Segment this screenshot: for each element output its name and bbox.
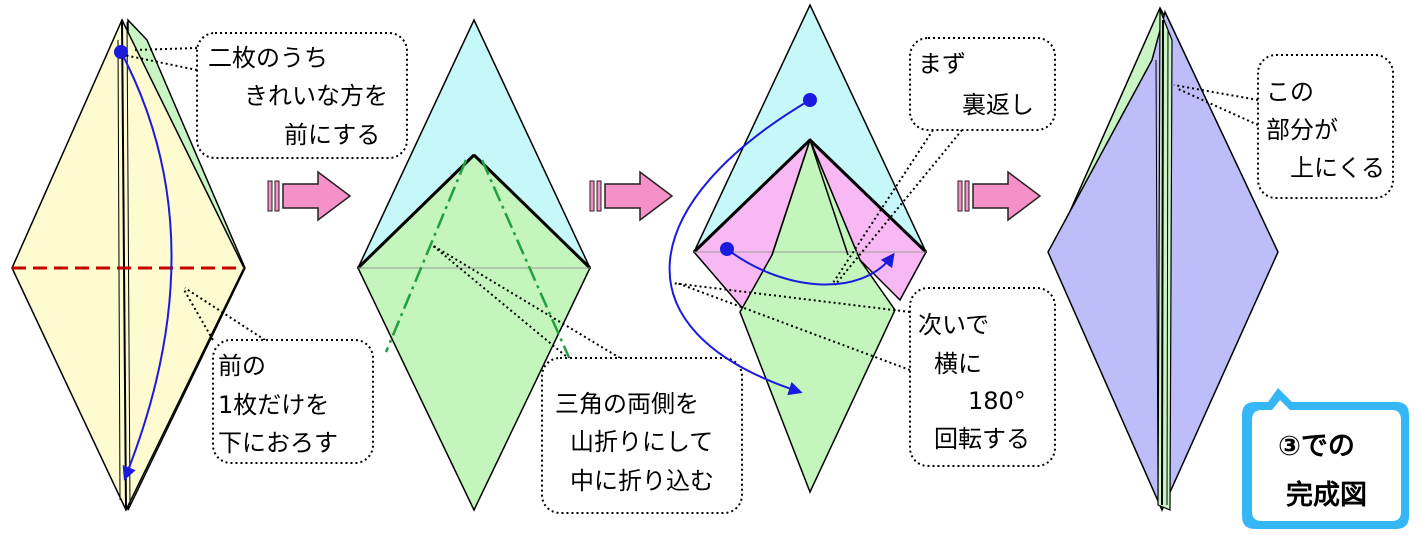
step1-center-line: [121, 19, 127, 511]
callout-triangle-fold-line1: 三角の両側を: [555, 390, 699, 418]
step4-center-strip: [1157, 9, 1173, 511]
step3-flip-arrow: [668, 99, 811, 396]
callout-this-part-line1: この: [1266, 78, 1314, 106]
callout-first-flip: まず 裏返し: [832, 37, 1056, 286]
callout-this-part-line2: 部分が: [1266, 116, 1338, 144]
badge-line2: 完成図: [1286, 479, 1367, 511]
callout-front-one-line1: 前の: [218, 352, 266, 380]
callout-front-one: 前の 1枚だけを 下におろす: [182, 287, 374, 464]
callout-front-choice: 二枚のうち きれいな方を 前にする: [123, 32, 408, 159]
step-arrow-2: [589, 170, 674, 222]
callout-then-rotate-line2: 横に: [934, 350, 982, 378]
callout-then-rotate-line4: 回転する: [934, 425, 1030, 453]
callout-first-flip-line1: まず: [918, 50, 966, 78]
step2-mountain-fold-left: [384, 159, 468, 353]
callout-triangle-fold: 三角の両側を 山折りにして 中に折り込む: [431, 244, 743, 514]
callout-front-one-line2: 1枚だけを: [218, 391, 329, 419]
step4-figure: [1047, 6, 1279, 512]
step3-flip-dot: [803, 93, 817, 107]
step1-fold-down-arrow: [120, 51, 173, 481]
callout-then-rotate-line3: 180°: [968, 387, 1026, 415]
callout-then-rotate-line1: 次いで: [918, 311, 989, 339]
callout-front-choice-line1: 二枚のうち: [208, 44, 328, 72]
step2-figure: [356, 18, 592, 512]
callout-this-part: この 部分が 上にくる: [1173, 54, 1394, 199]
callout-triangle-fold-line3: 中に折り込む: [570, 467, 714, 495]
callout-then-rotate: 次いで 横に 180° 回転する: [671, 282, 1056, 467]
callout-first-flip-line2: 裏返し: [962, 91, 1034, 119]
step3-rotate-dot: [720, 242, 734, 256]
step-arrow-1: [267, 170, 352, 222]
callout-front-choice-line3: 前にする: [284, 121, 380, 149]
completion-badge: ③での 完成図: [1242, 388, 1409, 529]
step-arrow-3: [957, 170, 1042, 222]
step2-mountain-fold-right: [480, 159, 573, 363]
badge-line1: ③での: [1278, 431, 1355, 462]
callout-triangle-fold-line2: 山折りにして: [570, 428, 713, 456]
callout-front-choice-line2: きれいな方を: [244, 82, 388, 110]
callout-front-one-line3: 下におろす: [218, 429, 338, 457]
step3-figure: [668, 3, 928, 494]
step1-figure: [11, 18, 246, 512]
step1-start-dot: [114, 45, 128, 59]
callout-this-part-line3: 上にくる: [1290, 154, 1385, 182]
step3-rotate-arrow: [726, 248, 895, 286]
